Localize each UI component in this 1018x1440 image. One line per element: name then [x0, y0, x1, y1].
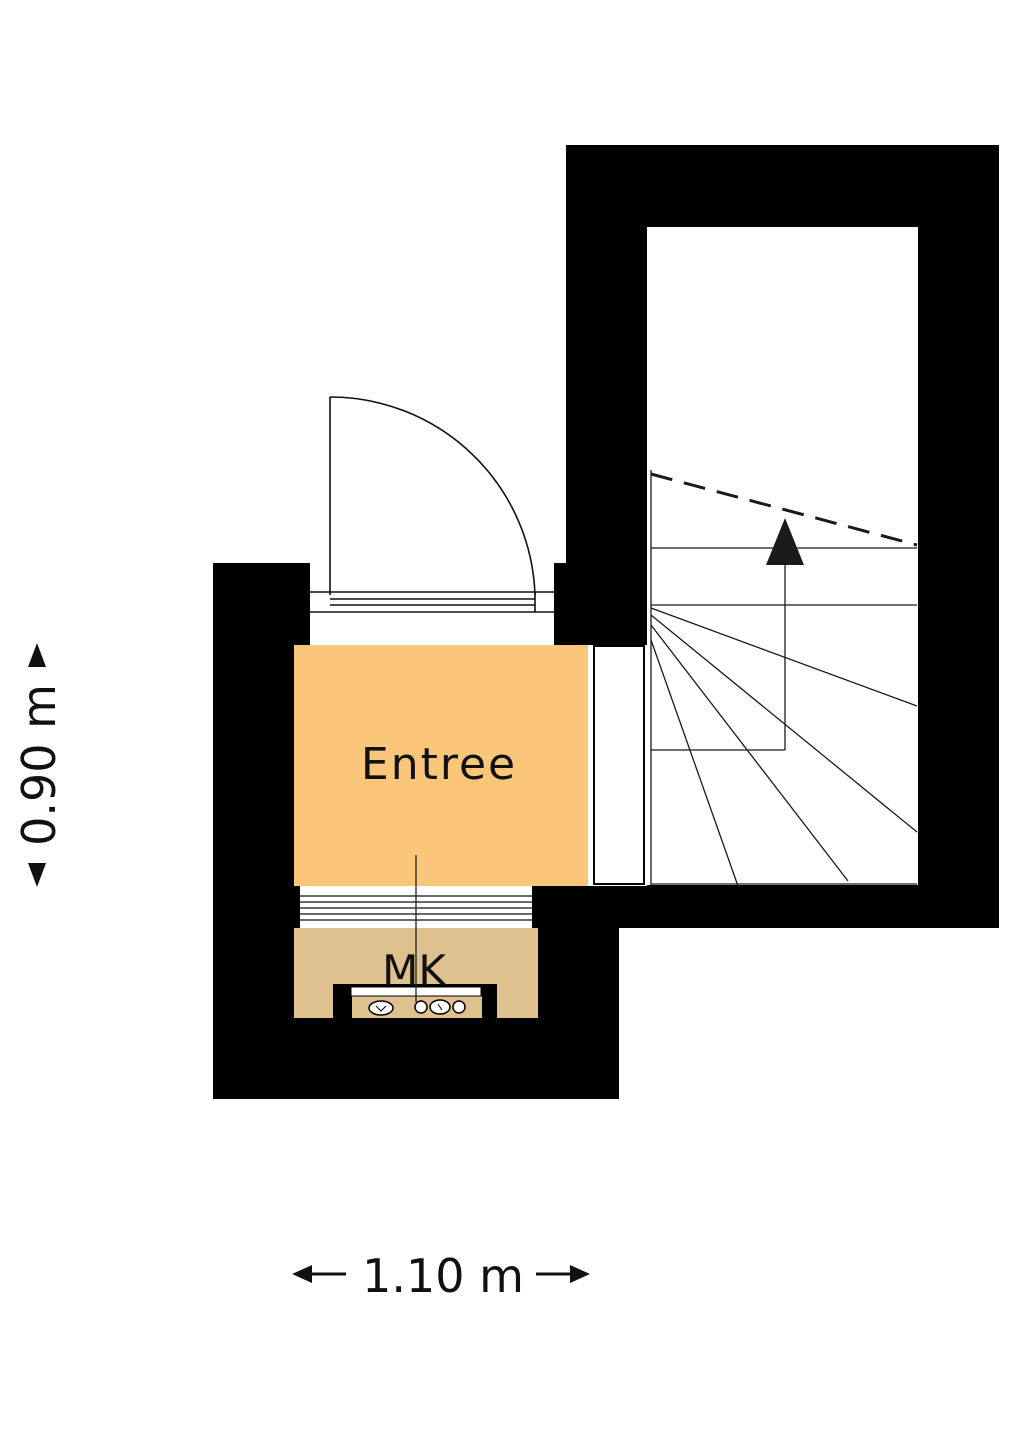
label-mk: MK: [382, 946, 447, 995]
doorway-top-opening: [310, 563, 554, 645]
room-entree: [294, 645, 588, 886]
dimension-height: 0.90 m: [12, 643, 66, 887]
label-height: 0.90 m: [12, 684, 66, 846]
dimension-width: 1.10 m: [292, 1249, 590, 1303]
arrow-down-icon: [28, 863, 46, 887]
small-meter-icon: [452, 1000, 466, 1014]
label-entree: Entree: [361, 739, 517, 790]
gas-meter-icon: [368, 1000, 394, 1016]
stair-direction-arrow: [766, 518, 804, 565]
meter-gauge-marks: [375, 1003, 443, 1012]
water-meter-icon: [414, 1000, 428, 1014]
entrance-door: [310, 396, 554, 613]
door-frame-panel: [593, 645, 645, 885]
arrow-right-icon: [570, 1265, 590, 1283]
arrow-up-icon: [28, 643, 46, 667]
label-width: 1.10 m: [362, 1249, 524, 1303]
staircase: [650, 470, 918, 887]
arrow-left-icon: [292, 1265, 312, 1283]
